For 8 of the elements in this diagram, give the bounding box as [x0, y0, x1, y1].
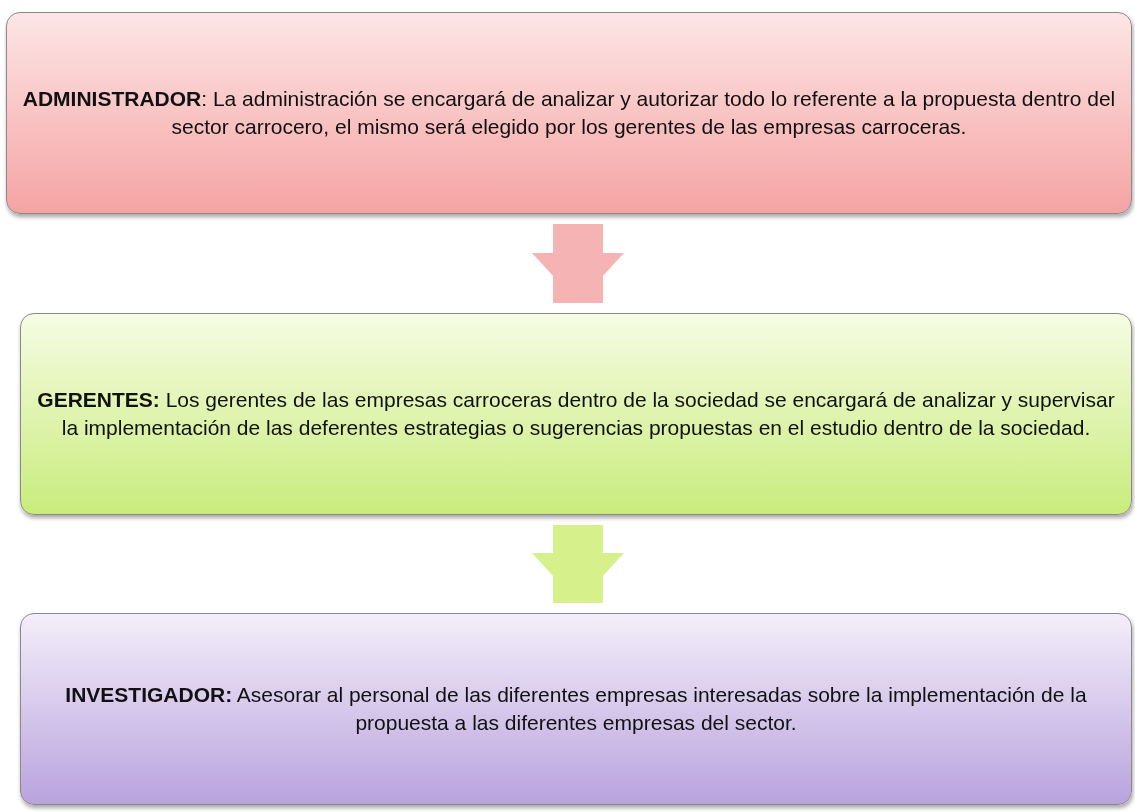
process-box: [20, 313, 1132, 515]
process-box: [6, 12, 1132, 214]
box-description: ADMINISTRADOR: La administración se encargará de analizar y autorizar todo lo referente a la propuesta dentro del sector carrocero, el mismo será elegido por los gerentes de las empresas carroceras.: [21, 86, 1117, 140]
block-arrow: [532, 525, 624, 603]
process-box: [20, 613, 1132, 805]
box-description: GERENTES: Los gerentes de las empresas carroceras dentro de la sociedad se encargará de analizar y supervisar la implementación de las deferentes estrategias o sugerencias propuestas en el estudio dentro de la sociedad.: [36, 387, 1116, 441]
block-arrow: [532, 224, 624, 303]
box-description: INVESTIGADOR: Asesorar al personal de las diferentes empresas interesadas sobre la implementación de la propuesta a las diferentes empresas del sector.: [64, 682, 1088, 736]
